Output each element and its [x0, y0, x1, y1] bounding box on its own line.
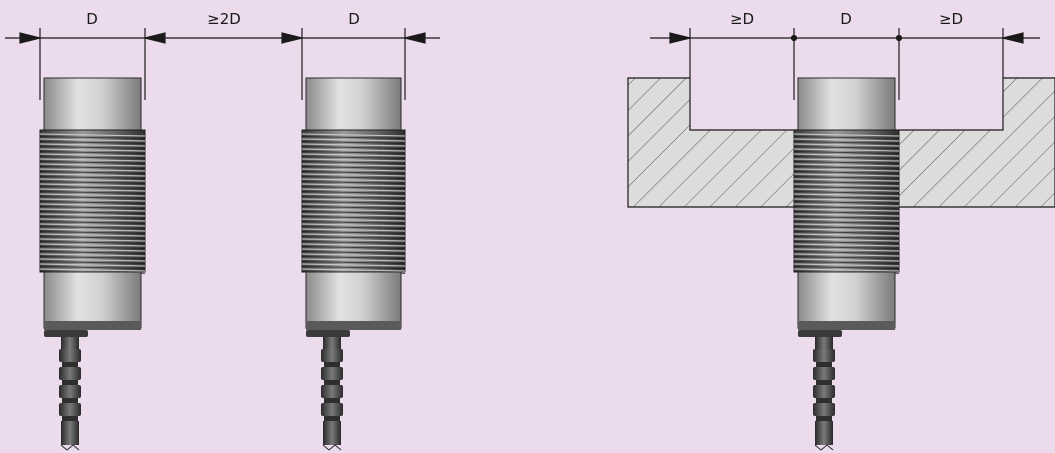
sensor-right-flush [793, 77, 900, 451]
left-dim-label-d1: D [86, 10, 98, 28]
right-dimension-lines [650, 28, 1040, 100]
left-dim-label-d2: D [348, 10, 360, 28]
right-dim-label-d: D [840, 10, 852, 28]
sensor-left-1 [39, 77, 146, 451]
left-dim-label-gap: ≥2D [207, 10, 241, 28]
left-dimension-lines [5, 28, 440, 100]
sensor-left-2 [301, 77, 406, 451]
right-dim-label-left-gap: ≥D [730, 10, 754, 28]
right-dim-label-right-gap: ≥D [939, 10, 963, 28]
